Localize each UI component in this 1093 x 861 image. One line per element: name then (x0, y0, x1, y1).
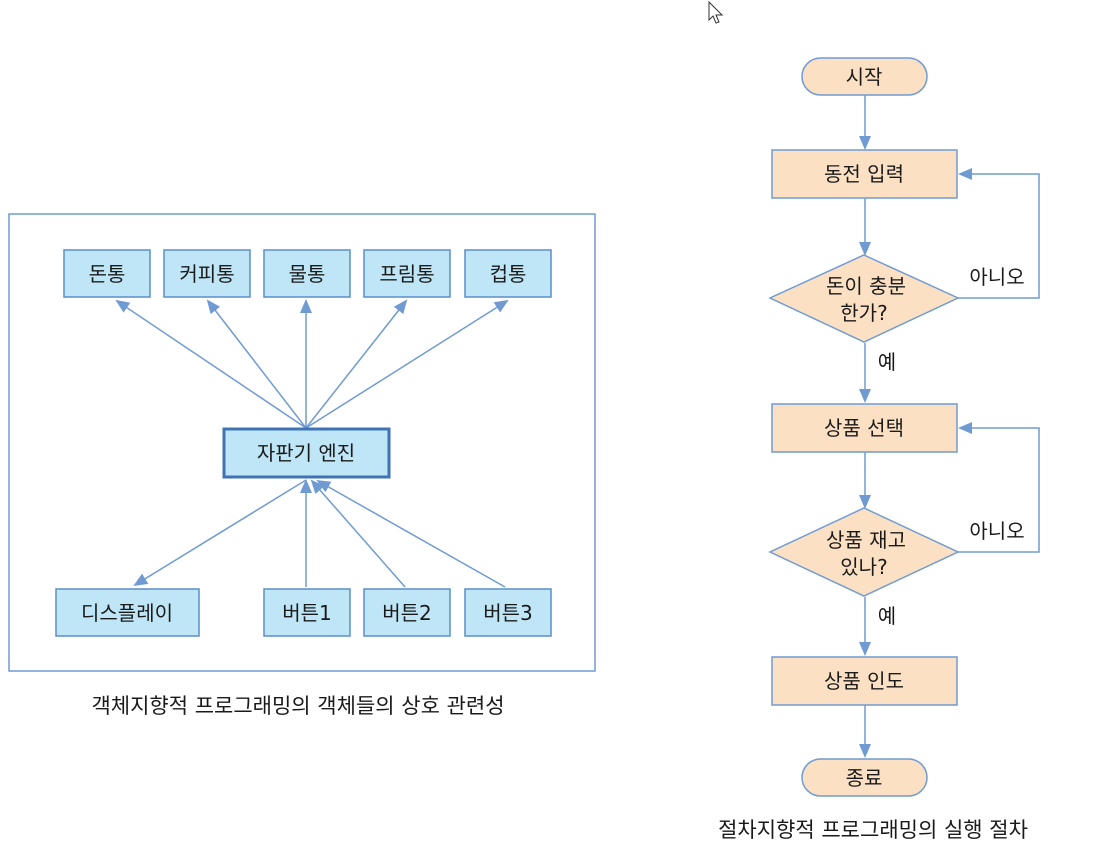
process-coin-input: 동전 입력 (771, 149, 958, 199)
process-label: 상품 인도 (824, 669, 904, 693)
container-box-cream: 프림통 (363, 249, 451, 298)
start-label: 시작 (846, 65, 883, 89)
button-label: 버튼3 (483, 601, 533, 625)
mouse-cursor-icon (708, 0, 724, 24)
decision-stock: 상품 재고 있나? (768, 507, 960, 597)
decision-label-line1: 돈이 충분 (826, 274, 906, 298)
container-label: 컵통 (490, 262, 527, 286)
no-label: 아니오 (969, 519, 1024, 543)
container-label: 프림통 (379, 262, 434, 286)
input-arrows (133, 479, 506, 588)
button-box-2: 버튼2 (363, 588, 451, 637)
button-label: 버튼1 (282, 601, 332, 625)
container-box-cup: 컵통 (464, 249, 552, 298)
engine-box: 자판기 엔진 (222, 427, 391, 479)
button-box-3: 버튼3 (464, 588, 552, 637)
display-box: 디스플레이 (55, 588, 200, 637)
decision-money: 돈이 충분 한가? (768, 254, 960, 343)
flowchart-caption: 절차지향적 프로그래밍의 실행 절차 (718, 818, 1028, 842)
end-terminal: 종료 (801, 758, 928, 797)
oop-frame (8, 213, 596, 672)
oop-caption: 객체지향적 프로그래밍의 객체들의 상호 관련성 (91, 694, 504, 718)
engine-label: 자판기 엔진 (257, 441, 355, 465)
end-label: 종료 (846, 766, 883, 790)
start-terminal: 시작 (801, 57, 928, 96)
container-label: 커피통 (179, 262, 234, 286)
engine-to-container-arrows (115, 299, 509, 429)
container-box-water: 물통 (263, 249, 351, 298)
container-label: 돈통 (89, 262, 126, 286)
decision-label-line1: 상품 재고 (826, 528, 906, 552)
button-label: 버튼2 (382, 601, 432, 625)
flow-connectors (859, 95, 1040, 758)
container-box-coffee: 커피통 (163, 249, 251, 298)
process-deliver: 상품 인도 (771, 656, 958, 706)
decision-label-line2: 한가? (840, 301, 887, 325)
yes-label: 예 (878, 350, 896, 374)
process-select-product: 상품 선택 (771, 403, 958, 453)
decision-label-line2: 있나? (840, 555, 887, 579)
display-label: 디스플레이 (81, 601, 173, 625)
container-label: 물통 (289, 262, 326, 286)
process-label: 상품 선택 (824, 416, 904, 440)
no-label: 아니오 (969, 265, 1024, 289)
container-box-money: 돈통 (63, 249, 151, 298)
process-label: 동전 입력 (824, 162, 904, 186)
button-box-1: 버튼1 (263, 588, 351, 637)
yes-label: 예 (878, 604, 896, 628)
